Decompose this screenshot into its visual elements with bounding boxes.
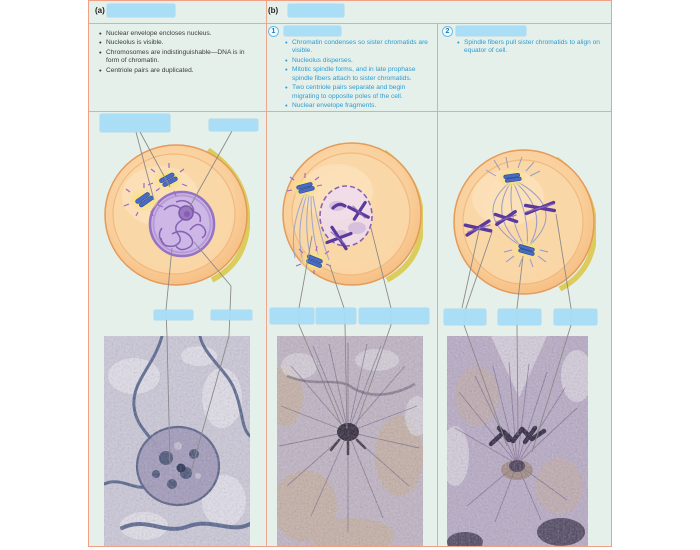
answer-blank-step1-phase[interactable] [284,26,341,36]
interphase-cell-diagram [104,144,250,286]
centriole-pair [286,173,323,198]
section-b-label: (b) [268,6,279,15]
answer-blank-spindle-fibers[interactable] [270,308,314,324]
divider-text-diagram [89,111,611,112]
answer-blank-centrioles[interactable] [100,114,170,132]
answer-blank-chromosome[interactable] [359,308,429,324]
metaphase-cell-diagram [453,149,596,295]
step-2-badge: 2 [442,26,453,37]
centriole-pair [499,169,525,187]
answer-blank-sister-chromatids[interactable] [444,309,486,325]
divider-col2-col3 [437,23,438,546]
answer-blank-section-a-title[interactable] [107,4,175,17]
bullet-item: Mitotic spindle forms, and in late proph… [285,65,431,83]
answer-blank-nucleus[interactable] [154,310,193,320]
interphase-micrograph [104,336,250,546]
interphase-bullet-list: Nuclear envelope encloses nucleus. Nucle… [99,29,259,76]
step-1-badge: 1 [268,26,279,37]
section-a-label: (a) [95,6,105,15]
bullet-item: Chromatin condenses so sister chromatids… [285,38,431,56]
divider-col1-col2 [266,1,267,546]
bullet-item: Centriole pairs are duplicated. [99,66,259,76]
prophase-micrograph [277,336,423,546]
answer-blank-section-b-title[interactable] [288,4,344,17]
divider-header [89,23,611,24]
answer-blank-centriole-pair[interactable] [316,308,356,324]
answer-blank-spindle[interactable] [554,309,597,325]
answer-blank-nucleolus[interactable] [209,119,258,131]
bullet-item: Chromosomes are indistinguishable—DNA is… [99,48,259,66]
answer-blank-step2-phase[interactable] [456,26,526,36]
bullet-item: Nuclear envelope fragments. [285,101,431,111]
bullet-item: Two centriole pairs separate and begin m… [285,83,431,101]
bullet-item: Nuclear envelope encloses nucleus. [99,29,259,39]
bullet-item: Spindle fibers pull sister chromatids to… [457,38,605,56]
answer-blank-aster[interactable] [498,309,541,325]
prophase-bullet-list: Chromatin condenses so sister chromatids… [285,38,431,112]
bullet-item: Nucleolus disperses. [285,56,431,66]
metaphase-bullet-list: Spindle fibers pull sister chromatids to… [457,38,605,57]
nucleus [148,190,216,258]
answer-blank-nucleolus-micrograph[interactable] [211,310,252,320]
bullet-item: Nucleolus is visible. [99,38,259,48]
metaphase-micrograph [447,336,588,546]
prophase-cell-diagram [282,142,423,286]
